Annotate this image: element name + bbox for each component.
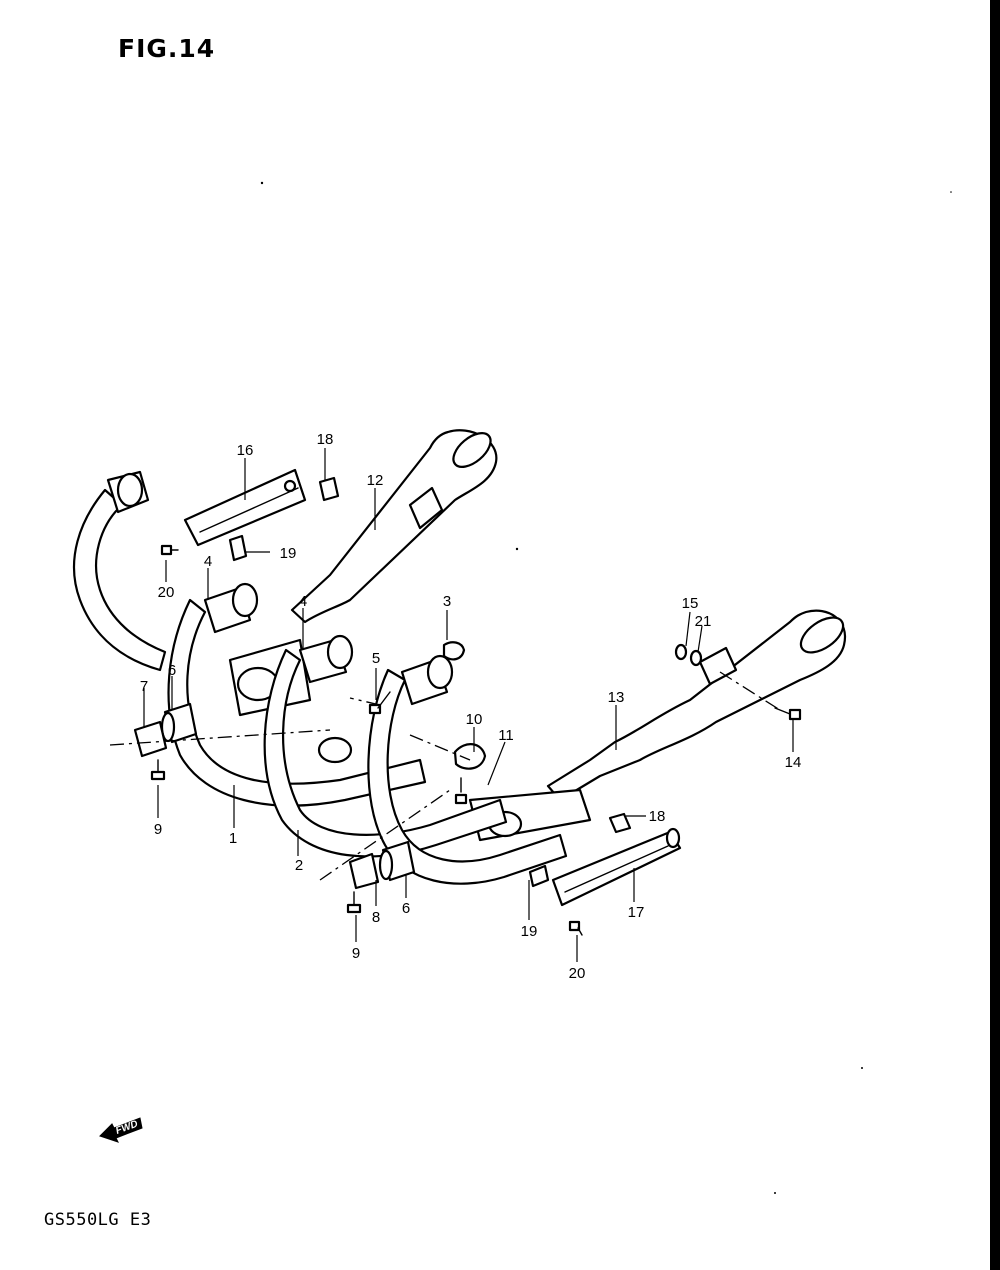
muffler-12 [290, 429, 498, 624]
callout-12: 12 [367, 472, 384, 489]
callout-2: 2 [295, 857, 303, 874]
callout-18a: 18 [317, 431, 334, 448]
callout-1: 1 [229, 830, 237, 847]
callout-labels: 1 2 3 4 4 5 6 6 7 8 9 9 10 11 12 13 14 1… [140, 431, 802, 982]
washer-15 [674, 643, 688, 661]
washer-21 [689, 649, 703, 667]
exhaust-pipe-front [367, 654, 568, 885]
bolt-9-upper [150, 759, 166, 781]
bolt-5 [368, 691, 391, 715]
bolt-11 [454, 777, 468, 805]
callout-19b: 19 [521, 923, 538, 940]
callout-9b: 9 [352, 945, 360, 962]
callout-7: 7 [140, 678, 148, 695]
callout-20b: 20 [569, 965, 586, 982]
bolt-14 [774, 707, 802, 721]
clamps [133, 720, 487, 890]
callout-13: 13 [608, 689, 625, 706]
heat-shield-16 [183, 468, 307, 547]
callout-6b: 6 [402, 900, 410, 917]
callout-15: 15 [682, 595, 699, 612]
callout-9a: 9 [154, 821, 162, 838]
callout-10: 10 [466, 711, 483, 728]
gasket-6 [160, 702, 416, 882]
bolt-9-lower [346, 891, 362, 914]
page-border [990, 0, 1000, 1270]
center-lines [109, 671, 781, 881]
model-code: GS550LG E3 [44, 1210, 152, 1230]
callout-20a: 20 [158, 584, 175, 601]
fwd-arrow-icon: FWD [99, 1117, 143, 1143]
muffler-13 [546, 609, 847, 802]
bolt-20-lower [568, 920, 583, 936]
callout-17: 17 [628, 904, 645, 921]
figure-title: FIG.14 [118, 34, 216, 63]
callout-18b: 18 [649, 808, 666, 825]
bolts [150, 544, 802, 936]
callout-14: 14 [785, 754, 802, 771]
callout-11: 11 [498, 727, 514, 744]
exhaust-pipe-2 [263, 634, 508, 858]
callout-21: 21 [695, 613, 712, 630]
callout-19a: 19 [280, 545, 297, 562]
callout-5: 5 [372, 650, 380, 667]
callout-4b: 4 [299, 593, 307, 610]
scan-specks [260, 181, 952, 1194]
bolt-20-upper [160, 544, 179, 556]
callout-3: 3 [443, 593, 451, 610]
callout-16: 16 [237, 442, 254, 459]
leader-lines [143, 448, 794, 962]
heat-shield-17 [551, 827, 682, 907]
exhaust-pipe-rear-left [72, 470, 167, 672]
callout-8: 8 [372, 909, 380, 926]
brackets [228, 476, 632, 888]
callout-4a: 4 [204, 553, 212, 570]
callout-6a: 6 [168, 662, 176, 679]
